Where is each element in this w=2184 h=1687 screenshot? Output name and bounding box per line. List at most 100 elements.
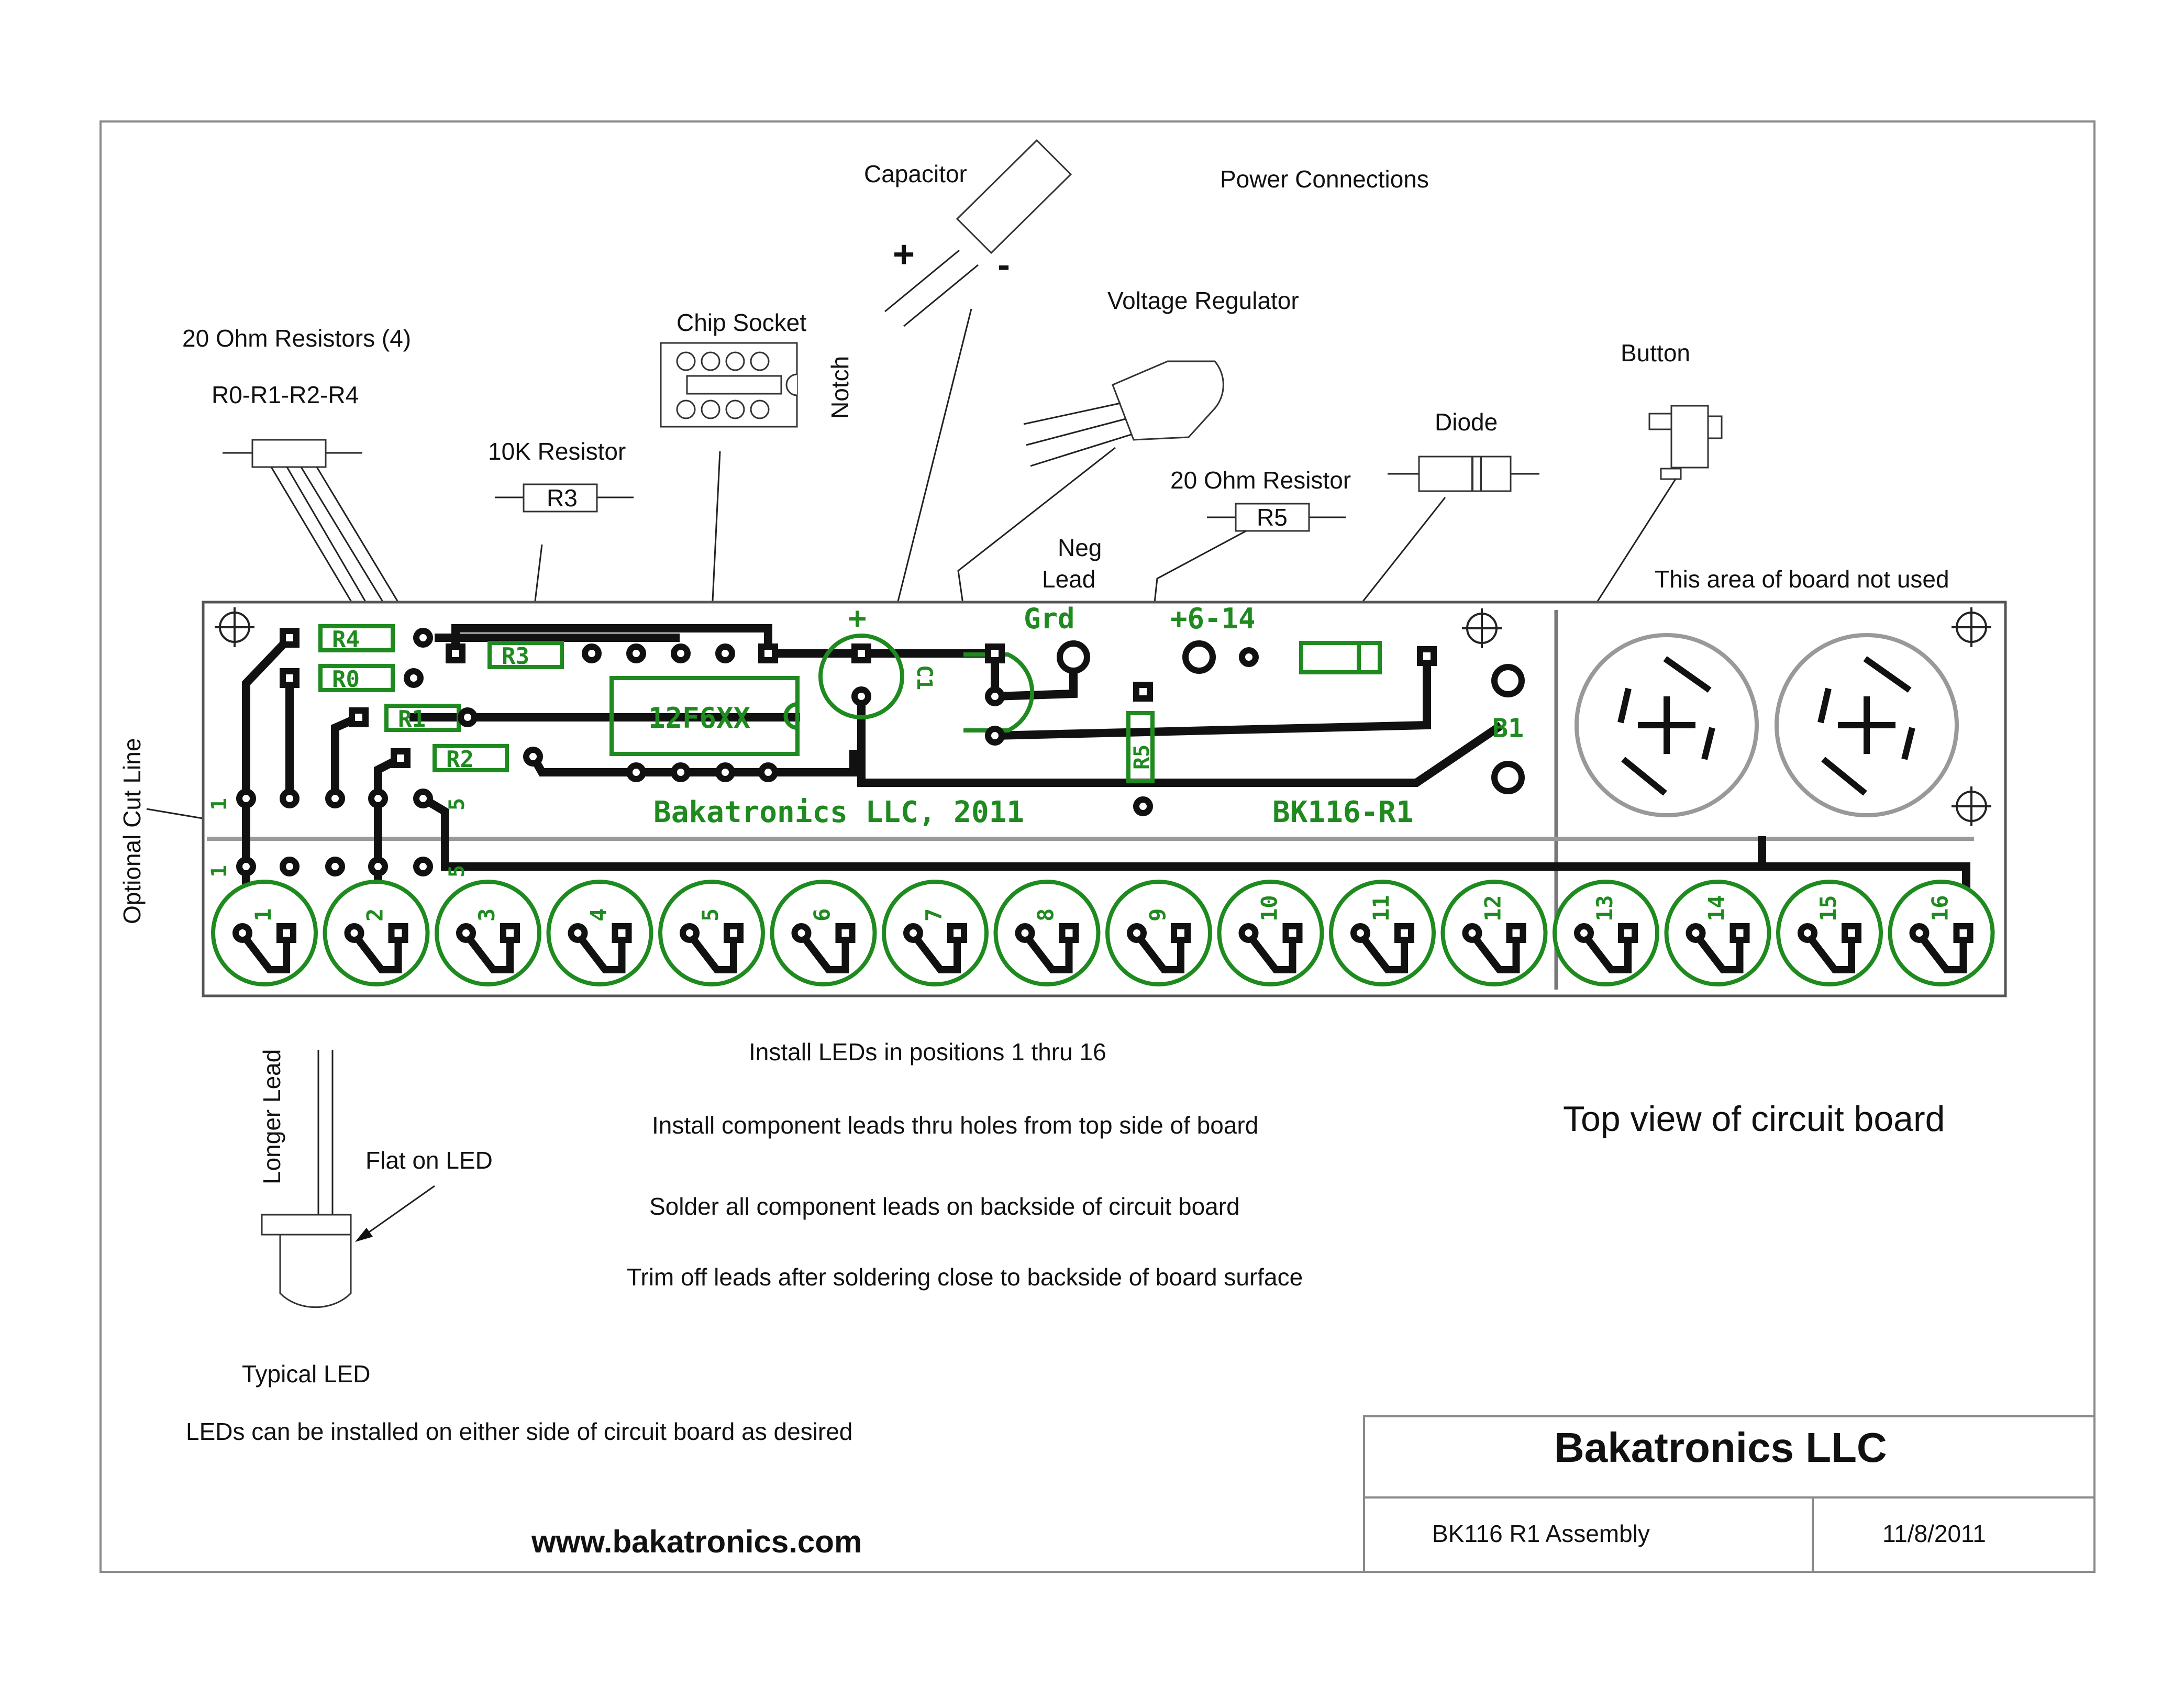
flat-on-led-pointer xyxy=(360,1185,435,1239)
led-number-label: 4 xyxy=(586,908,612,922)
led-footprint-1: 1 xyxy=(211,880,318,986)
led-footprint-9: 9 xyxy=(1105,880,1212,986)
row-mark-5a: 5 xyxy=(445,798,469,811)
diode-pointer xyxy=(1349,497,1446,618)
led-number-label: 5 xyxy=(697,908,723,922)
resistor-r3-icon xyxy=(495,483,634,513)
website-label: www.bakatronics.com xyxy=(531,1524,862,1559)
led-number-label: 14 xyxy=(1704,895,1730,922)
led-footprint-14: 14 xyxy=(1664,880,1771,986)
board-id-label: BK116-R1 xyxy=(1272,795,1414,829)
flat-on-led-arrow xyxy=(355,1228,373,1242)
led-number-label: 13 xyxy=(1592,895,1617,922)
resistor-r4 xyxy=(318,624,395,652)
led-footprint-8: 8 xyxy=(993,880,1101,986)
led-footprint-7: 7 xyxy=(882,880,989,986)
r4-silk-label: R4 xyxy=(332,626,360,653)
resistor-r0 xyxy=(318,664,395,692)
voltage-regulator-icon xyxy=(1023,360,1224,467)
diode-icon xyxy=(1388,456,1539,492)
led-footprint-3: 3 xyxy=(435,880,541,986)
row-mark-5b: 5 xyxy=(445,865,469,878)
diode-label: Diode xyxy=(1435,408,1498,436)
notch-label: Notch xyxy=(826,356,853,419)
chip-footprint xyxy=(609,676,800,756)
r0-silk-label: R0 xyxy=(332,666,360,693)
typical-led-icon xyxy=(261,1050,352,1308)
chip-socket-label: Chip Socket xyxy=(677,309,806,336)
title-block xyxy=(1363,1415,2096,1573)
mounting-hole-icons xyxy=(215,607,1991,826)
pcb-pads xyxy=(236,628,1525,876)
led-number-label: 7 xyxy=(921,908,947,922)
unused-socket-left xyxy=(1575,633,1759,817)
title-block-drawing: BK116 R1 Assembly xyxy=(1432,1520,1650,1547)
resistor-r3 xyxy=(487,641,564,669)
flat-on-led-label: Flat on LED xyxy=(365,1147,493,1174)
row-mark-1a: 1 xyxy=(207,798,231,811)
unused-area-label: This area of board not used xyxy=(1655,565,1949,593)
led-number-label: 1 xyxy=(250,908,276,922)
resistor-r5 xyxy=(1126,711,1155,783)
voltage-regulator-label: Voltage Regulator xyxy=(1107,287,1299,314)
r5-callout-label: R5 xyxy=(1257,504,1288,531)
c1-silk-label: C1 xyxy=(912,665,936,690)
board-grd-label: Grd xyxy=(1024,602,1075,635)
capacitor-footprint xyxy=(818,634,904,719)
board-plus-label: + xyxy=(848,600,867,636)
capacitor-icon xyxy=(884,139,1072,327)
resistor-icon xyxy=(223,439,362,468)
title-block-company: Bakatronics LLC xyxy=(1554,1424,1887,1471)
capacitor-label: Capacitor xyxy=(864,160,967,187)
neg-lead-label-2: Lead xyxy=(1042,565,1095,593)
regulator-footprint xyxy=(963,652,1035,732)
led-number-label: 2 xyxy=(362,908,388,922)
led-footprint-13: 13 xyxy=(1553,880,1659,986)
chip-label: 12F6XX xyxy=(648,702,750,735)
button-icon xyxy=(1648,405,1723,480)
led-footprint-15: 15 xyxy=(1776,880,1883,986)
led-number-label: 8 xyxy=(1033,908,1059,922)
led-footprint-2: 2 xyxy=(323,880,430,986)
led-number-label: 16 xyxy=(1927,895,1953,922)
led-note: LEDs can be installed on either side of … xyxy=(186,1418,852,1445)
optional-cut-line-label: Optional Cut Line xyxy=(118,738,146,924)
led-footprint-5: 5 xyxy=(658,880,765,986)
drawing-border xyxy=(99,120,2096,1573)
longer-lead-label: Longer Lead xyxy=(258,1049,285,1184)
led-number-label: 12 xyxy=(1480,895,1506,922)
led-footprint-11: 11 xyxy=(1329,880,1436,986)
r1-silk-label: R1 xyxy=(398,706,426,732)
led-footprint-10: 10 xyxy=(1217,880,1324,986)
r5-silk-label: R5 xyxy=(1130,745,1154,770)
capacitor-minus-label: - xyxy=(997,244,1010,286)
led-number-label: 3 xyxy=(474,908,500,922)
led-number-label: 11 xyxy=(1368,895,1394,922)
resistor-20-ohm-label: 20 Ohm Resistor xyxy=(1170,467,1351,494)
button-label: Button xyxy=(1621,339,1690,367)
led-footprint-12: 12 xyxy=(1440,880,1548,986)
instruction-3: Solder all component leads on backside o… xyxy=(649,1193,1240,1220)
chip-socket-icon xyxy=(660,342,798,428)
diode-footprint xyxy=(1299,641,1382,674)
instruction-1: Install LEDs in positions 1 thru 16 xyxy=(749,1038,1106,1066)
unused-socket-right xyxy=(1775,633,1959,817)
resistor-10k-label: 10K Resistor xyxy=(488,438,626,465)
typical-led-label: Typical LED xyxy=(242,1360,370,1388)
b1-silk-label: B1 xyxy=(1492,713,1524,743)
led-number-label: 10 xyxy=(1257,895,1282,922)
neg-lead-label: Neg xyxy=(1058,534,1102,561)
company-silk-label: Bakatronics LLC, 2011 xyxy=(653,795,1024,829)
capacitor-pointer xyxy=(888,308,972,639)
led-footprint-4: 4 xyxy=(546,880,653,986)
led-footprint-16: 16 xyxy=(1888,880,1995,986)
resistor-list-label: R0-R1-R2-R4 xyxy=(212,381,359,408)
power-connections-label: Power Connections xyxy=(1220,165,1429,193)
resistor-r5-icon xyxy=(1207,503,1346,532)
board-power-label: +6-14 xyxy=(1170,602,1256,635)
row-mark-1b: 1 xyxy=(207,865,231,878)
r3-callout-label: R3 xyxy=(547,484,578,512)
